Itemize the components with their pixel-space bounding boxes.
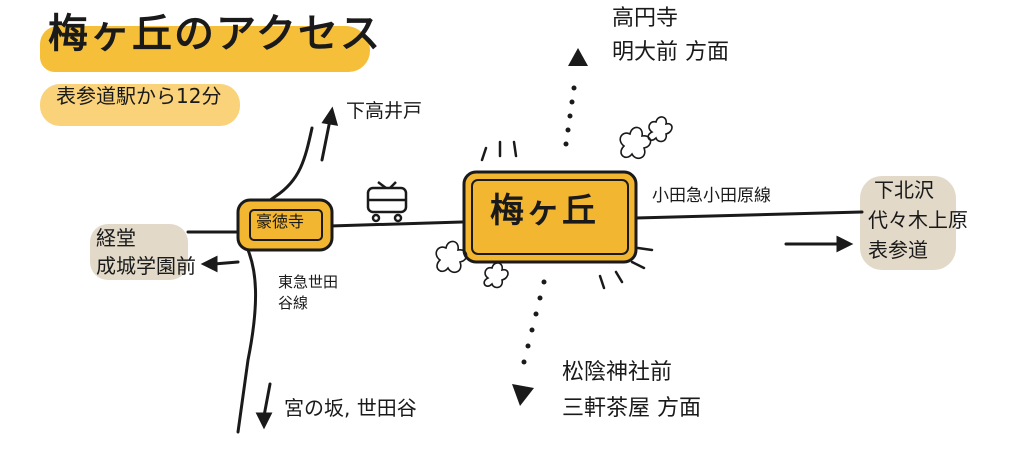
dotted-arrow-to-shoin [512,279,547,406]
dest-shimokitazawa-line2: 代々木上原 [868,208,968,232]
dest-miyanosaka: 宮の坂, 世田谷 [284,396,417,420]
umegaoka-station-box [462,170,638,264]
dest-koenji-line2: 明大前 方面 [612,40,729,65]
odakyu-line-east [634,210,864,220]
sparkle-marks [480,140,654,290]
dest-koenji-line1: 高円寺 [612,6,679,31]
train-icon [366,181,408,223]
line-tokyu-setagaya-label: 東急世田谷線 [278,273,339,312]
page-title: 梅ヶ丘のアクセス [48,11,382,57]
arrow-to-shimokitazawa [784,235,854,253]
dest-shimotakaido: 下高井戸 [346,100,423,122]
station-gotokuji: 豪徳寺 [256,212,305,231]
arrow-to-shimotakaido [320,106,339,162]
shimokitazawa-label-bg [860,176,956,270]
dotted-arrow-to-koenji [563,48,588,147]
flower-doodles [435,116,673,289]
odakyu-line-west [328,220,464,228]
dest-kyodo-line2: 成城学園前 [96,254,196,278]
dest-shoin-line2: 三軒茶屋 方面 [562,396,701,421]
kyodo-label-bg [90,224,188,280]
arrow-to-kyodo [200,255,240,273]
dest-shoin-line1: 松陰神社前 [562,360,673,385]
page-subtitle: 表参道駅から12分 [56,84,222,108]
gotokuji-station-box [236,198,334,252]
dest-shimokitazawa-line1: 下北沢 [874,178,934,202]
line-odakyu-label: 小田急小田原線 [652,186,771,206]
dest-shimokitazawa-line3: 表参道 [868,238,928,262]
title-highlight [40,26,370,72]
station-umegaoka: 梅ヶ丘 [490,191,598,231]
subtitle-highlight [40,84,240,126]
arrow-to-miyanosaka [255,382,273,430]
dest-kyodo-line1: 経堂 [96,226,136,250]
